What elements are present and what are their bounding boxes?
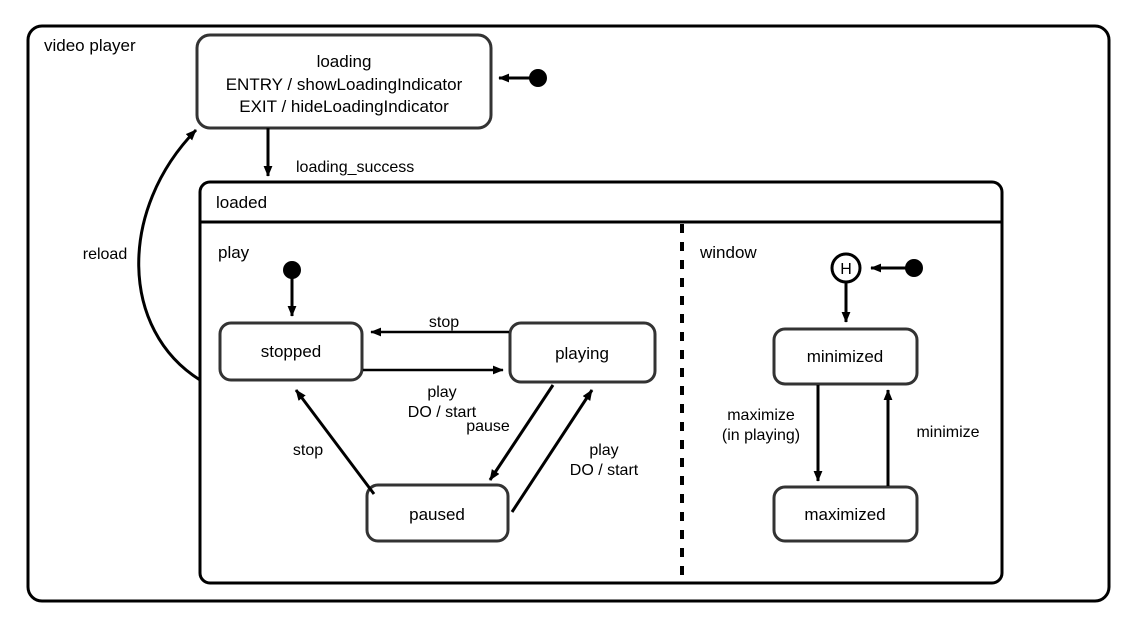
state-loading: [195, 33, 493, 130]
edge-label-paused-to-stopped: stop: [293, 442, 323, 459]
state-paused-label: paused: [409, 505, 465, 524]
state-loading-name: loading: [317, 52, 372, 71]
edge-paused-to-stopped: [294, 389, 376, 495]
edge-label-playing-to-paused: pause: [466, 418, 510, 435]
state-loading-exit: EXIT / hideLoadingIndicator: [239, 97, 449, 116]
edge-playing-to-paused: [488, 384, 555, 481]
edge-paused-to-playing: [510, 389, 594, 513]
history-pseudostate-label: H: [840, 261, 852, 278]
state-loaded-label: loaded: [216, 193, 267, 212]
edge-label-loading-success: loading_success: [296, 159, 414, 176]
edge-loaded-to-loading-reload: [137, 128, 201, 382]
edge-label-stopped-to-playing-2: DO / start: [408, 404, 477, 421]
play-region-label: play: [218, 243, 250, 262]
state-maximized: [772, 485, 919, 543]
initial-pseudostate-window: [905, 259, 923, 277]
initial-pseudostate-play: [283, 261, 301, 279]
state-stopped-label: stopped: [261, 342, 322, 361]
edge-label-stopped-to-playing-1: play: [427, 384, 456, 401]
state-minimized-label: minimized: [807, 347, 884, 366]
state-paused: [365, 483, 510, 543]
edge-label-minimize-to-maximize-2: (in playing): [722, 427, 800, 444]
initial-pseudostate-root: [529, 69, 547, 87]
state-stopped: [218, 321, 364, 382]
edge-label-maximized-to-minimized: minimize: [916, 424, 979, 441]
state-playing-label: playing: [555, 344, 609, 363]
video-player-label: video player: [44, 36, 136, 55]
state-minimized: [772, 327, 919, 386]
edge-label-paused-to-playing-1: play: [589, 442, 618, 459]
edge-label-minimize-to-maximize-1: maximize: [727, 407, 795, 424]
history-pseudostate: [830, 252, 862, 284]
state-maximized-label: maximized: [804, 505, 885, 524]
window-region-label: window: [699, 243, 757, 262]
state-loading-entry: ENTRY / showLoadingIndicator: [226, 75, 463, 94]
edge-label-reload: reload: [83, 246, 127, 263]
edge-label-playing-to-stopped: stop: [429, 314, 459, 331]
edge-label-paused-to-playing-2: DO / start: [570, 462, 639, 479]
state-playing: [508, 321, 657, 384]
